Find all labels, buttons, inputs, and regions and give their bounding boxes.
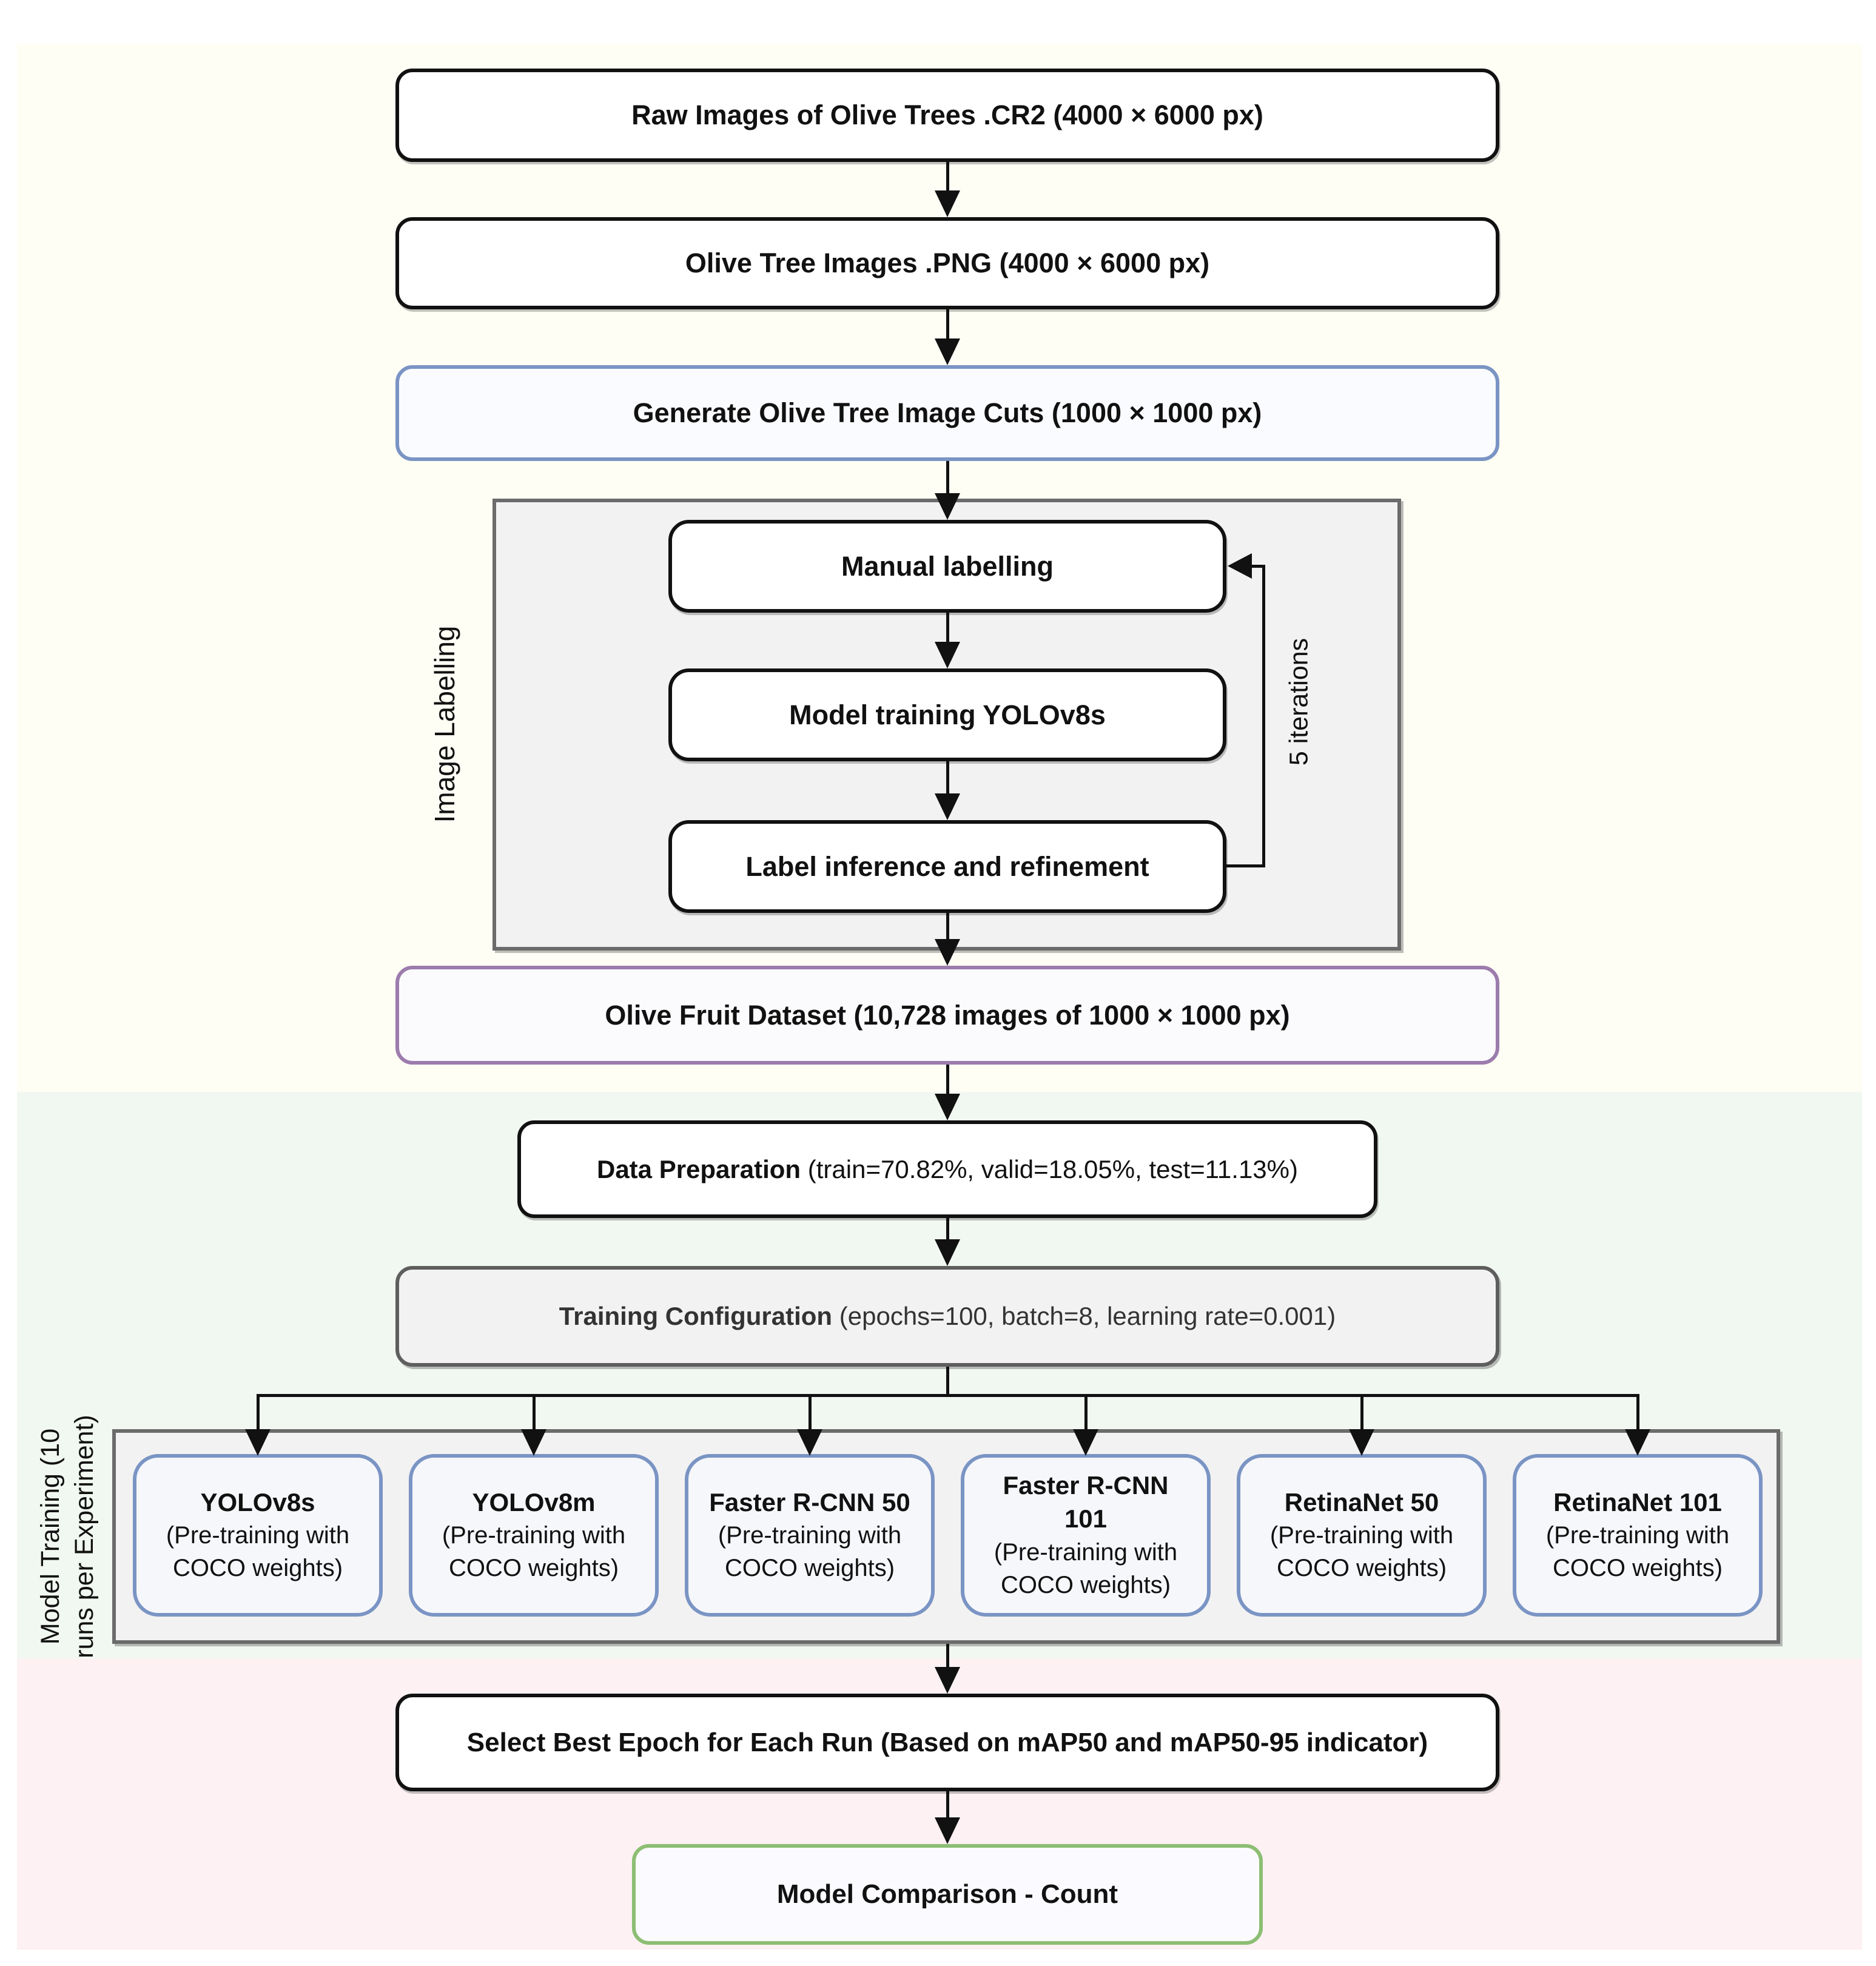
arrow-raw-to-png <box>946 162 949 193</box>
model-subtitle: (Pre-training with COCO weights) <box>1545 1522 1730 1582</box>
loop-iterations-label: 5 iterations <box>1284 638 1314 766</box>
arrowhead-icon <box>935 1239 960 1266</box>
model-box-yolov8m: YOLOv8m (Pre-training with COCO weights) <box>409 1454 659 1617</box>
branch-stem-line <box>946 1367 949 1397</box>
data-preparation-params: (train=70.82%, valid=18.05%, test=11.13%… <box>801 1154 1298 1183</box>
label-inference-box: Label inference and refinement <box>668 820 1226 913</box>
arrowhead-icon <box>935 338 960 365</box>
select-best-epoch-box: Select Best Epoch for Each Run (Based on… <box>395 1694 1499 1791</box>
arrow-preparation-to-configuration <box>946 1218 949 1242</box>
branch-arrow-yolov8s <box>257 1395 260 1430</box>
arrowhead-icon <box>935 190 960 217</box>
arrow-dataset-to-preparation <box>946 1065 949 1096</box>
arrowhead-icon <box>935 939 960 966</box>
loop-line-bottom <box>1226 864 1265 867</box>
arrowhead-icon <box>1349 1429 1374 1456</box>
loop-arrowhead-icon <box>1228 553 1252 579</box>
arrow-cuts-to-manual <box>946 461 949 496</box>
arrow-manual-to-training <box>946 613 949 644</box>
arrowhead-icon <box>1625 1429 1650 1456</box>
training-configuration-params: (epochs=100, batch=8, learning rate=0.00… <box>832 1302 1336 1330</box>
model-training-group <box>112 1429 1780 1644</box>
model-training-group-label-line2: runs per Experiment) <box>70 1415 99 1658</box>
loop-line-top <box>1248 565 1265 568</box>
model-box-retinanet-101: RetinaNet 101 (Pre-training with COCO we… <box>1513 1454 1763 1617</box>
png-images-box: Olive Tree Images .PNG (4000 × 6000 px) <box>395 217 1499 309</box>
arrow-inference-to-dataset <box>946 913 949 941</box>
arrowhead-icon <box>935 642 960 668</box>
branch-arrow-faster-rcnn-101 <box>1084 1395 1088 1430</box>
model-box-retinanet-50: RetinaNet 50 (Pre-training with COCO wei… <box>1237 1454 1487 1617</box>
olive-fruit-dataset-box: Olive Fruit Dataset (10,728 images of 10… <box>395 966 1499 1065</box>
model-name: Faster R-CNN 101 <box>1003 1471 1169 1533</box>
data-preparation-title: Data Preparation <box>596 1154 801 1183</box>
model-subtitle: (Pre-training with COCO weights) <box>442 1522 626 1582</box>
model-subtitle: (Pre-training with COCO weights) <box>718 1522 902 1582</box>
model-subtitle: (Pre-training with COCO weights) <box>1269 1522 1454 1582</box>
model-training-yolov8s-box: Model training YOLOv8s <box>668 668 1226 761</box>
model-comparison-box: Model Comparison - Count <box>632 1844 1263 1945</box>
model-name: YOLOv8s <box>200 1487 315 1517</box>
model-training-group-label-line1: Model Training (10 <box>36 1428 66 1645</box>
branch-horizontal-line <box>257 1394 1639 1397</box>
training-configuration-text: Training Configuration (epochs=100, batc… <box>559 1302 1336 1331</box>
arrowhead-icon <box>1073 1429 1098 1456</box>
model-box-faster-rcnn-50: Faster R-CNN 50 (Pre-training with COCO … <box>685 1454 935 1617</box>
arrow-select-to-comparison <box>946 1791 949 1820</box>
arrowhead-icon <box>797 1429 822 1456</box>
arrowhead-icon <box>935 493 960 520</box>
model-subtitle: (Pre-training with COCO weights) <box>993 1538 1178 1598</box>
arrow-training-to-inference <box>946 761 949 796</box>
training-configuration-title: Training Configuration <box>559 1302 833 1330</box>
model-training-group-label: Model Training (10 runs per Experiment) <box>34 1415 102 1658</box>
model-name: RetinaNet 101 <box>1553 1487 1722 1517</box>
model-subtitle: (Pre-training with COCO weights) <box>166 1522 350 1582</box>
arrowhead-icon <box>521 1429 546 1456</box>
arrowhead-icon <box>935 1094 960 1120</box>
arrow-group-to-select <box>946 1644 949 1669</box>
model-name: RetinaNet 50 <box>1284 1487 1439 1517</box>
raw-images-box: Raw Images of Olive Trees .CR2 (4000 × 6… <box>395 69 1499 162</box>
arrowhead-icon <box>245 1429 271 1456</box>
training-configuration-box: Training Configuration (epochs=100, batc… <box>395 1266 1499 1367</box>
image-labelling-group-label: Image Labelling <box>429 625 460 823</box>
arrow-png-to-cuts <box>946 309 949 341</box>
arrowhead-icon <box>935 1667 960 1694</box>
model-box-yolov8s: YOLOv8s (Pre-training with COCO weights) <box>133 1454 383 1617</box>
branch-arrow-faster-rcnn-50 <box>809 1395 812 1430</box>
manual-labelling-box: Manual labelling <box>668 520 1226 613</box>
branch-arrow-retinanet-101 <box>1636 1395 1639 1430</box>
model-name: Faster R-CNN 50 <box>709 1487 910 1517</box>
loop-line-vertical <box>1262 565 1265 867</box>
model-box-faster-rcnn-101: Faster R-CNN 101 (Pre-training with COCO… <box>961 1454 1211 1617</box>
data-preparation-text: Data Preparation (train=70.82%, valid=18… <box>597 1155 1298 1184</box>
branch-arrow-retinanet-50 <box>1360 1395 1363 1430</box>
arrowhead-icon <box>935 1817 960 1844</box>
generate-cuts-box: Generate Olive Tree Image Cuts (1000 × 1… <box>395 365 1499 461</box>
branch-arrow-yolov8m <box>533 1395 536 1430</box>
model-name: YOLOv8m <box>472 1487 596 1517</box>
arrowhead-icon <box>935 793 960 820</box>
data-preparation-box: Data Preparation (train=70.82%, valid=18… <box>517 1120 1377 1218</box>
